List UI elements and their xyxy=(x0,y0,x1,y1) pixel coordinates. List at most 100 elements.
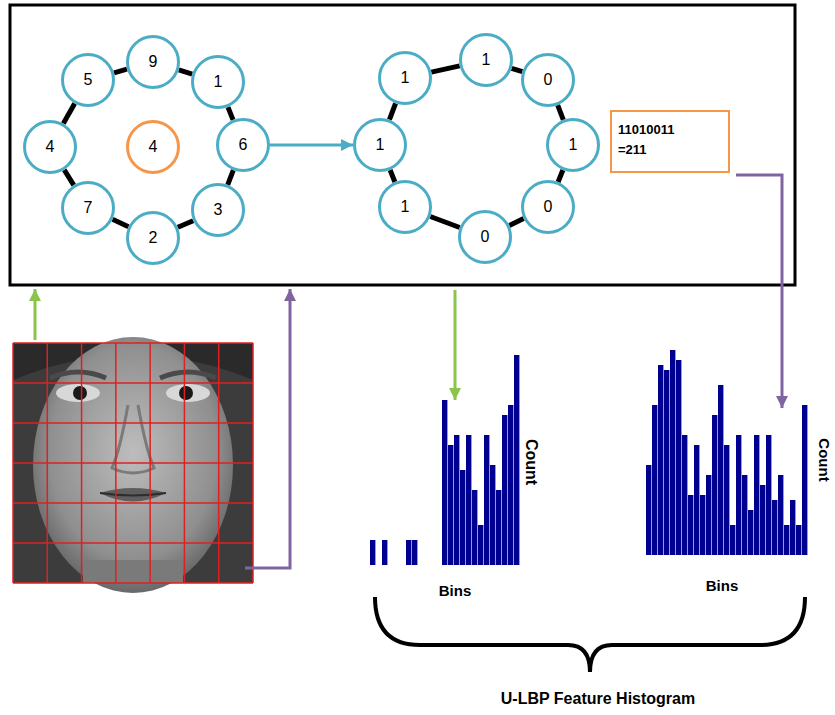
axis-label: Bins xyxy=(439,582,472,599)
pixel-circle: 4 xyxy=(23,120,77,174)
code-box: 11010011 =211 xyxy=(610,110,730,173)
pixel-circle: 0 xyxy=(521,53,575,107)
ring-link xyxy=(114,69,127,73)
axis-label: Count xyxy=(816,438,833,481)
node-text: 1 xyxy=(214,73,223,91)
histogram-bar xyxy=(760,485,765,555)
pixel-circle: 0 xyxy=(521,180,575,234)
histogram-bar xyxy=(400,565,405,566)
face-iris xyxy=(73,386,87,400)
pixel-circle: 1 xyxy=(353,118,407,172)
grid-line xyxy=(13,462,253,464)
histogram-bar xyxy=(478,525,483,565)
ring-link xyxy=(558,170,563,182)
ring-link xyxy=(390,170,395,182)
histogram-bar xyxy=(502,415,507,565)
pixel-circle: 9 xyxy=(126,35,180,89)
node-text: 1 xyxy=(401,69,410,87)
histogram-bar xyxy=(778,475,783,555)
node-text: 0 xyxy=(544,198,553,216)
histogram-bar xyxy=(388,565,393,566)
ring-link xyxy=(431,66,459,72)
node-text: 7 xyxy=(84,199,93,217)
pixel-circle: 1 xyxy=(546,118,600,172)
node-text: 5 xyxy=(84,71,93,89)
face-image xyxy=(13,337,253,593)
histogram-bar xyxy=(412,540,417,565)
ring-link xyxy=(558,105,564,120)
histogram-bar xyxy=(676,360,681,555)
ring-link xyxy=(178,221,193,228)
histogram-bar xyxy=(376,565,381,566)
histogram-bar xyxy=(736,435,741,555)
pixel-circle: 2 xyxy=(126,211,180,265)
pixel-circle: 5 xyxy=(61,53,115,107)
node-text: 4 xyxy=(46,138,55,156)
histogram-bar xyxy=(682,435,687,555)
histogram-bar xyxy=(466,435,471,565)
face-mouth xyxy=(100,488,166,502)
histogram-bar xyxy=(436,565,441,566)
face-eye xyxy=(56,384,100,402)
ring-link xyxy=(509,219,523,226)
axis-label: Count xyxy=(522,439,540,485)
histogram-bar xyxy=(394,565,399,566)
node-text: 3 xyxy=(214,201,223,219)
histogram xyxy=(370,355,519,565)
grid-line xyxy=(13,502,253,504)
histogram-bar xyxy=(652,405,657,555)
face-eye xyxy=(166,384,210,402)
node-text: 1 xyxy=(376,136,385,154)
ring-link xyxy=(430,216,459,227)
node-text: 11010011 =211 xyxy=(618,120,690,160)
histogram-bar xyxy=(424,565,429,566)
curly-brace xyxy=(375,597,805,672)
connectors xyxy=(63,66,563,228)
face-neck xyxy=(83,560,183,583)
histogram-bar xyxy=(472,490,477,565)
histogram-bar xyxy=(454,435,459,565)
histogram-bar xyxy=(718,385,723,555)
ring-link xyxy=(64,170,73,185)
node-text: 0 xyxy=(544,71,553,89)
node-text: 9 xyxy=(149,53,158,71)
face-brow xyxy=(160,372,216,378)
histogram-bar xyxy=(790,500,795,555)
histogram-bar xyxy=(442,400,447,565)
frame-rect xyxy=(10,5,795,285)
pixel-circle: 1 xyxy=(378,51,432,105)
histogram-bar xyxy=(688,495,693,555)
histogram-bar xyxy=(508,405,513,565)
green-arrow xyxy=(454,290,457,400)
histogram-bar xyxy=(664,370,669,555)
ring-link xyxy=(228,107,233,120)
histogram-bar xyxy=(766,435,771,555)
histogram-bar xyxy=(802,405,807,555)
histogram-bar xyxy=(382,540,387,565)
arrow-connector xyxy=(270,144,353,147)
histogram-bar xyxy=(742,475,747,555)
face-lips xyxy=(100,493,166,496)
node-text: 6 xyxy=(239,136,248,154)
ring-link xyxy=(63,103,74,123)
green-arrow xyxy=(34,289,37,340)
histogram-bar xyxy=(496,490,501,565)
axis-label: Bins xyxy=(706,577,739,594)
histogram xyxy=(646,350,807,555)
ring-link xyxy=(228,170,234,185)
node-text: 2 xyxy=(149,229,158,247)
node-text: 0 xyxy=(481,228,490,246)
grid-line xyxy=(13,542,253,544)
histogram-bar xyxy=(430,565,435,566)
purple-arrow xyxy=(245,289,290,568)
histogram-bar xyxy=(514,355,519,565)
ring-link xyxy=(512,68,523,71)
histogram-bar xyxy=(754,435,759,555)
pixel-circle: 4 xyxy=(126,120,180,174)
pixel-circle: 3 xyxy=(191,183,245,237)
histogram-bar xyxy=(784,525,789,555)
pixel-circle: 1 xyxy=(378,180,432,234)
